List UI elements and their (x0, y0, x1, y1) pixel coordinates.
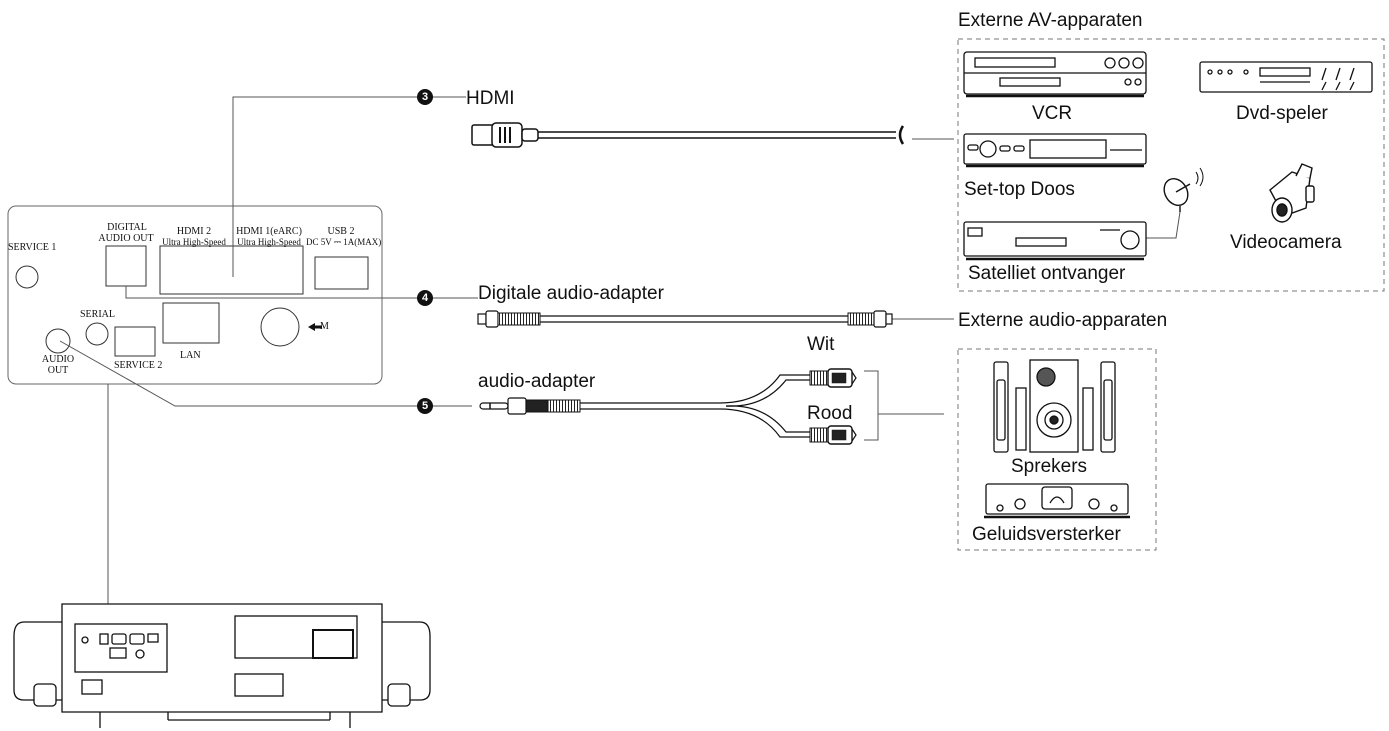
hdmi-ports (159, 245, 304, 295)
settop-label: Set-top Doos (964, 179, 1075, 200)
external-av-frame (957, 38, 1385, 292)
satellite-receiver-icon (963, 221, 1147, 261)
service1-port (15, 265, 39, 289)
red-plug-label: Rood (807, 403, 853, 424)
amplifier-icon (984, 483, 1130, 519)
hdmi1-label-1: HDMI 1(eARC) (236, 226, 302, 237)
hdmi2-label-2: Ultra High-Speed (162, 237, 226, 247)
audio-cable-label: audio-adapter (478, 371, 596, 392)
badge-4: 4 (417, 290, 433, 306)
white-plug-label: Wit (807, 334, 835, 355)
m-knob (260, 307, 300, 347)
audio-y-cable (479, 368, 857, 445)
external-av-title: Externe AV-apparaten (958, 10, 1143, 31)
lan-port (162, 302, 220, 344)
digital-out-label-1: DIGITAL (107, 222, 147, 233)
digital-out-label-2: AUDIO OUT (98, 233, 154, 244)
speakers-icon (993, 359, 1116, 453)
serial-port (85, 322, 109, 346)
usb2-label-1: USB 2 (327, 226, 355, 237)
satellite-dish-icon (1163, 167, 1204, 212)
hdmi-cable (471, 122, 905, 148)
external-audio-frame (957, 348, 1157, 551)
serial-label: SERIAL (80, 309, 115, 320)
badge-5: 5 (417, 398, 433, 414)
settop-box-icon (963, 133, 1147, 168)
arrow-left-icon (308, 323, 322, 331)
dvd-label: Dvd-speler (1236, 103, 1328, 124)
satellite-label: Satelliet ontvanger (968, 263, 1126, 284)
vcr-device-icon (963, 51, 1147, 98)
lan-label: LAN (180, 350, 201, 361)
service2-port (114, 326, 156, 357)
camera-label: Videocamera (1230, 232, 1342, 253)
amplifier-label: Geluidsversterker (972, 524, 1121, 545)
dvd-player-icon (1199, 61, 1373, 93)
digital-audio-out-port (105, 245, 147, 287)
speakers-label: Sprekers (1011, 456, 1088, 477)
service1-label: SERVICE 1 (8, 242, 57, 253)
usb2-label-2: DC 5V ⎓ 1A(MAX) (306, 237, 382, 247)
connector-panel (7, 205, 383, 385)
badge-3: 3 (417, 89, 433, 105)
usb2-port (314, 256, 369, 290)
video-camera-icon (1269, 163, 1315, 223)
service2-label: SERVICE 2 (114, 360, 163, 371)
vcr-label: VCR (1032, 103, 1073, 124)
audio-out-label-1: AUDIO (41, 354, 75, 365)
external-audio-title: Externe audio-apparaten (958, 310, 1168, 331)
m-label: M (320, 321, 329, 332)
connection-lines (59, 96, 1181, 620)
digital-cable-label: Digitale audio-adapter (478, 283, 664, 304)
hdmi2-label-1: HDMI 2 (176, 226, 212, 237)
hdmi1-label-2: Ultra High-Speed (237, 237, 301, 247)
hdmi-cable-label: HDMI (466, 88, 515, 109)
audio-out-port (45, 328, 71, 354)
optical-cable (477, 310, 893, 328)
tv-rear-view (13, 603, 431, 728)
audio-out-label-2: OUT (47, 365, 69, 376)
